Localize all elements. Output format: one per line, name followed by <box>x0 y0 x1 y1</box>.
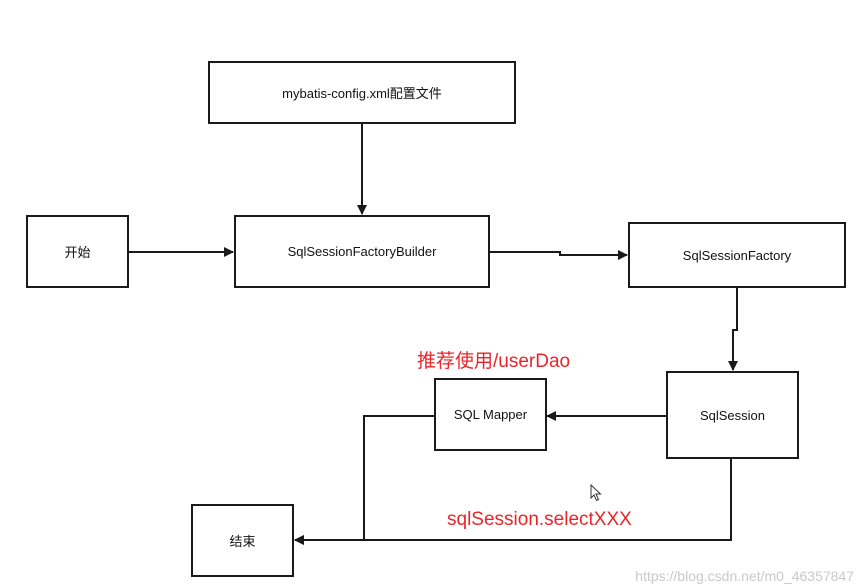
sqlsessionfactorybuilder-node: SqlSessionFactoryBuilder <box>234 215 490 288</box>
arrow-mapper-to-end <box>294 415 435 545</box>
sqlsession-node: SqlSession <box>666 371 799 459</box>
arrow-builder-to-factory <box>489 250 628 260</box>
arrow-session-to-end <box>294 458 732 545</box>
mouse-pointer-icon <box>590 484 602 502</box>
config-file-node: mybatis-config.xml配置文件 <box>208 61 516 124</box>
sql-mapper-node: SQL Mapper <box>434 378 547 451</box>
watermark-url: https://blog.csdn.net/m0_46357847 <box>635 568 854 584</box>
select-annotation: sqlSession.selectXXX <box>447 509 632 530</box>
sqlsessionfactory-node: SqlSessionFactory <box>628 222 846 288</box>
arrow-factory-to-session <box>728 287 738 371</box>
mapper-annotation: 推荐使用/userDao <box>417 351 571 372</box>
start-node: 开始 <box>26 215 129 288</box>
end-node: 结束 <box>191 504 294 577</box>
